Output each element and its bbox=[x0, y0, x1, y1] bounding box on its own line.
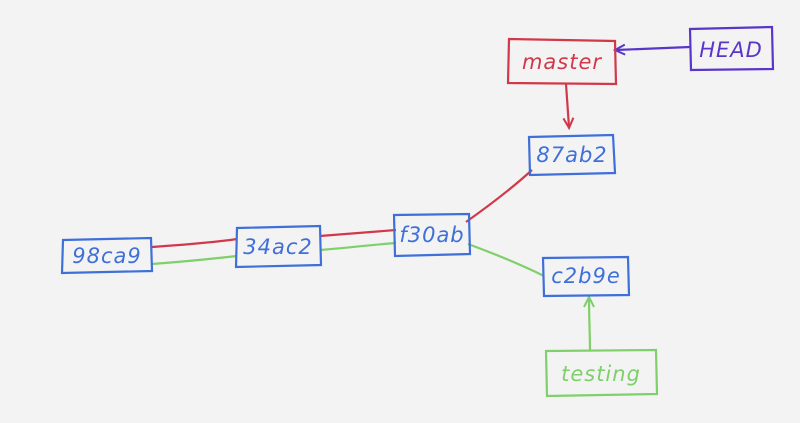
commit-id: c2b9e bbox=[551, 264, 621, 288]
commit-id: 34ac2 bbox=[243, 235, 313, 259]
testing-line-f30ab-c2b9e bbox=[467, 242, 545, 277]
head-pointer: HEAD bbox=[688, 25, 775, 72]
master-line-f30ab-87ab2 bbox=[465, 169, 533, 223]
pointer-arrows bbox=[562, 43, 691, 352]
commit-id: f30ab bbox=[399, 223, 464, 247]
commit-34ac2: 34ac2 bbox=[234, 224, 323, 269]
head-label: HEAD bbox=[699, 38, 763, 62]
history-lines bbox=[151, 169, 545, 277]
testing-line-98ca9-34ac2 bbox=[151, 254, 238, 266]
master-to-87ab2-arrow bbox=[562, 83, 575, 131]
commit-box bbox=[541, 255, 631, 298]
commit-f30ab: f30ab bbox=[392, 212, 472, 258]
master-line-98ca9-34ac2 bbox=[151, 237, 238, 249]
commit-id: 98ca9 bbox=[72, 244, 142, 268]
commit-87ab2: 87ab2 bbox=[527, 133, 617, 177]
testing-to-c2b9e-arrow bbox=[583, 294, 595, 352]
branch-box bbox=[506, 37, 618, 86]
commit-box bbox=[527, 133, 617, 177]
head-to-master-arrow bbox=[612, 43, 691, 56]
branch-master: master bbox=[506, 37, 618, 86]
branch-box bbox=[544, 348, 659, 398]
branch-label: testing bbox=[561, 362, 641, 386]
head-box bbox=[688, 25, 775, 72]
commit-c2b9e: c2b9e bbox=[541, 255, 631, 298]
commit-box bbox=[234, 224, 323, 269]
commit-98ca9: 98ca9 bbox=[60, 236, 154, 275]
testing-line-34ac2-f30ab bbox=[319, 241, 397, 252]
branch-testing: testing bbox=[544, 348, 659, 398]
commit-id: 87ab2 bbox=[536, 143, 607, 167]
commit-box bbox=[60, 236, 154, 275]
commit-box bbox=[392, 212, 472, 258]
branch-label: master bbox=[522, 50, 602, 74]
master-line-34ac2-f30ab bbox=[319, 228, 397, 238]
